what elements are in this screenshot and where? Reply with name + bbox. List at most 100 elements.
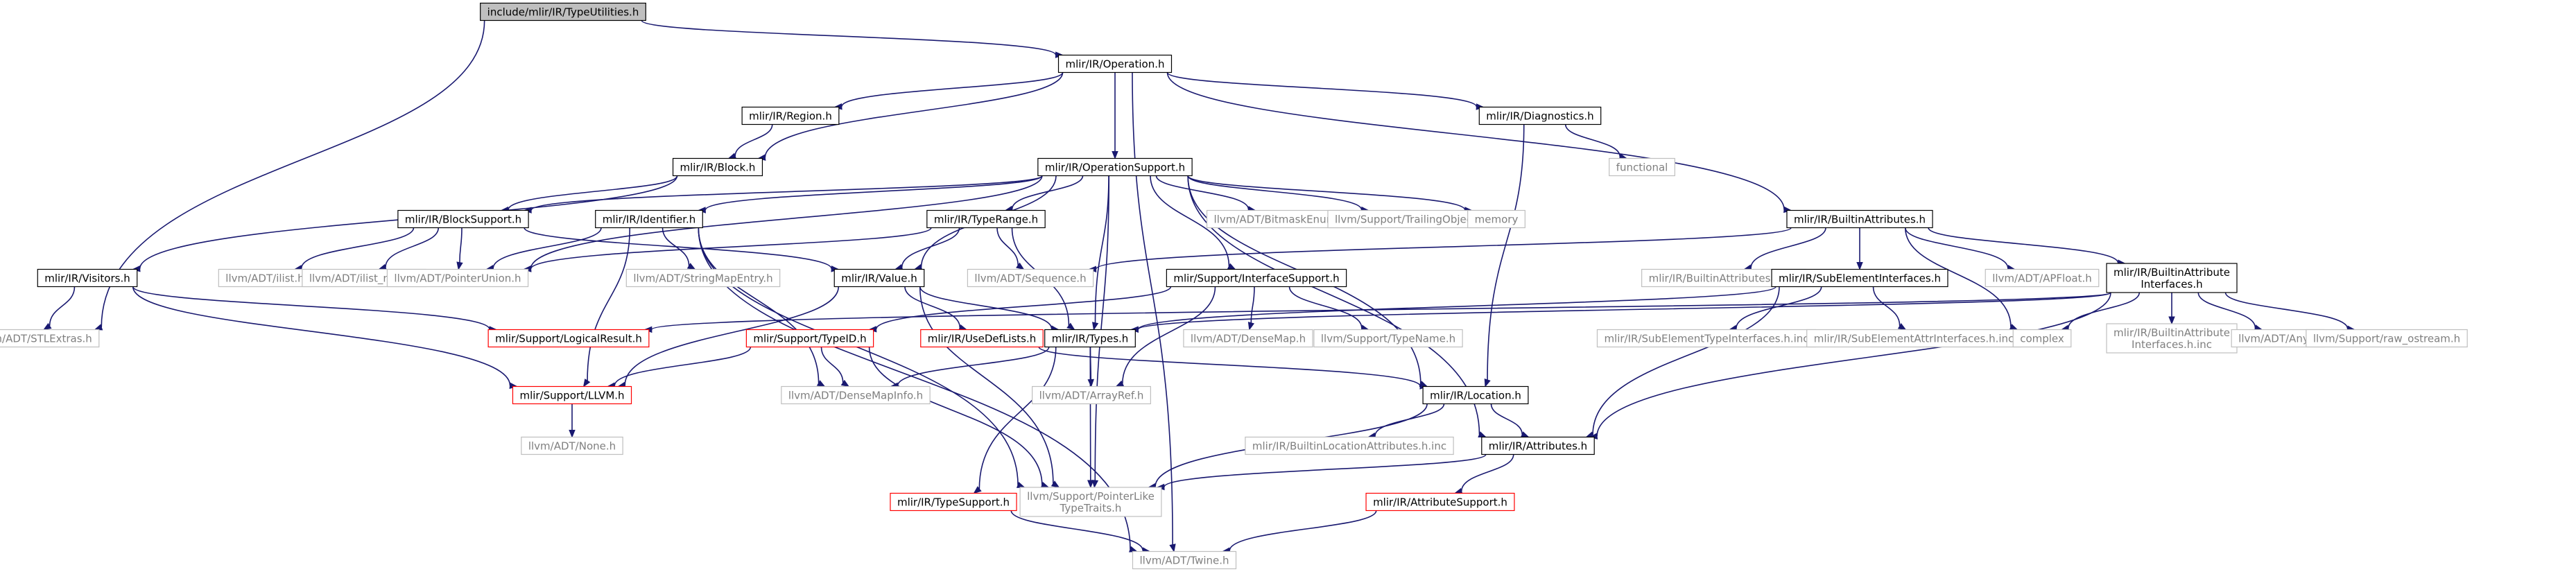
node-sub-element-attr-interfaces-inc[interactable]: mlir/IR/SubElementAttrInterfaces.h.inc: [1806, 329, 2021, 348]
edge-line: [897, 347, 1050, 386]
node-logical-result[interactable]: mlir/Support/LogicalResult.h: [487, 329, 650, 348]
edge-arrowhead: [569, 430, 576, 438]
edge-builtin-attributes-to-sub-element-interfaces: [1856, 227, 1863, 270]
node-twine[interactable]: llvm/ADT/Twine.h: [1132, 550, 1237, 570]
edge-line: [101, 20, 485, 328]
node-label: llvm/Support/TypeName.h: [1321, 333, 1455, 345]
edge-block-to-block-support: [500, 175, 678, 214]
node-builtin-location-attributes-inc[interactable]: mlir/IR/BuiltinLocationAttributes.h.inc: [1245, 436, 1454, 455]
node-label: mlir/IR/Value.h: [841, 272, 917, 285]
node-box: [2306, 329, 2468, 348]
edge-line: [1564, 124, 1621, 157]
node-box: [1467, 209, 1525, 229]
edge-arrowhead: [840, 379, 850, 388]
edge-builtin-attributes-to-apfloat: [1904, 227, 2016, 272]
edge-line: [1250, 286, 1255, 323]
node-label: llvm/ADT/Any.h: [2238, 333, 2317, 345]
node-sub-element-interfaces[interactable]: mlir/IR/SubElementInterfaces.h: [1771, 268, 1948, 288]
edge-line: [1187, 175, 1363, 210]
node-label: llvm/ADT/DenseMapInfo.h: [788, 390, 923, 402]
node-pointer-union[interactable]: llvm/ADT/PointerUnion.h: [386, 268, 529, 288]
node-value[interactable]: mlir/IR/Value.h: [833, 268, 925, 288]
edge-builtin-attribute-interfaces-to-raw-ostream: [2224, 292, 2355, 332]
node-none[interactable]: llvm/ADT/None.h: [521, 436, 623, 455]
edge-attributes-to-pointer-like-type-traits: [1156, 453, 1487, 491]
node-type-range[interactable]: mlir/IR/TypeRange.h: [926, 209, 1046, 229]
node-functional[interactable]: functional: [1609, 157, 1675, 177]
node-location[interactable]: mlir/IR/Location.h: [1422, 385, 1529, 405]
edge-arrowhead: [1897, 323, 1907, 331]
node-label: mlir/IR/SubElementTypeInterfaces.h.inc: [1604, 333, 1808, 345]
node-type-support[interactable]: mlir/IR/TypeSupport.h: [890, 492, 1017, 512]
node-box: [781, 385, 931, 405]
node-sequence[interactable]: llvm/ADT/Sequence.h: [967, 268, 1094, 288]
node-box: [1057, 54, 1173, 73]
node-builtin-attributes-inc[interactable]: mlir/IR/BuiltinAttributes.h.inc: [1641, 268, 1806, 288]
node-builtin-attributes[interactable]: mlir/IR/BuiltinAttributes.h: [1786, 209, 1933, 229]
node-label: functional: [1616, 162, 1668, 174]
edge-block-support-to-ilist-node: [378, 227, 440, 270]
edge-line: [1137, 292, 2111, 331]
edge-builtin-attribute-interfaces-to-types: [1130, 292, 2111, 333]
node-memory[interactable]: memory: [1467, 209, 1525, 229]
node-attribute-support[interactable]: mlir/IR/AttributeSupport.h: [1365, 492, 1515, 512]
edge-sub-element-interfaces-to-types: [1130, 286, 1777, 333]
node-stlextras[interactable]: llvm/ADT/STLExtras.h: [0, 329, 100, 348]
node-llvm[interactable]: mlir/Support/LLVM.h: [512, 385, 632, 405]
edge-line: [1460, 454, 1514, 492]
edge-arrowhead: [1091, 480, 1099, 489]
node-type-id[interactable]: mlir/Support/TypeID.h: [745, 329, 874, 348]
edge-line: [1095, 227, 1792, 270]
edge-arrowhead: [456, 261, 463, 270]
edge-line: [1487, 124, 1525, 380]
node-dense-map[interactable]: llvm/ADT/DenseMap.h: [1183, 329, 1313, 348]
node-box: [1313, 329, 1463, 348]
node-label: mlir/IR/Identifier.h: [603, 214, 696, 226]
node-identifier[interactable]: mlir/IR/Identifier.h: [595, 209, 703, 229]
edge-line: [300, 227, 415, 269]
node-string-map-entry[interactable]: llvm/ADT/StringMapEntry.h: [625, 268, 781, 288]
node-box: [833, 268, 925, 288]
node-region[interactable]: mlir/IR/Region.h: [741, 106, 840, 125]
edge-sub-element-interfaces-to-attributes: [1585, 286, 1780, 438]
node-block-support[interactable]: mlir/IR/BlockSupport.h: [397, 209, 529, 229]
node-ilist[interactable]: llvm/ADT/ilist.h: [218, 268, 312, 288]
node-type-utilities[interactable]: include/mlir/IR/TypeUtilities.h: [480, 2, 646, 21]
edge-line: [49, 286, 76, 327]
node-label: mlir/IR/SubElementInterfaces.h: [1779, 272, 1941, 285]
node-raw-ostream[interactable]: llvm/Support/raw_ostream.h: [2306, 329, 2468, 348]
node-complex[interactable]: complex: [2012, 329, 2072, 348]
edge-diagnostics-to-location: [1484, 124, 1525, 388]
node-sub-element-type-interfaces-inc[interactable]: mlir/IR/SubElementTypeInterfaces.h.inc: [1596, 329, 1817, 348]
node-types[interactable]: mlir/IR/Types.h: [1044, 329, 1136, 348]
node-operation-support[interactable]: mlir/IR/OperationSupport.h: [1037, 157, 1193, 177]
node-array-ref[interactable]: llvm/ADT/ArrayRef.h: [1032, 385, 1151, 405]
node-use-def-lists[interactable]: mlir/IR/UseDefLists.h: [920, 329, 1044, 348]
node-label: mlir/IR/TypeSupport.h: [897, 496, 1010, 509]
node-attributes[interactable]: mlir/IR/Attributes.h: [1481, 436, 1595, 455]
edge-arrowhead: [816, 380, 826, 388]
edge-type-utilities-to-operation: [641, 19, 1064, 58]
edge-type-id-to-pointer-like-type-traits: [868, 347, 1050, 488]
edge-line: [1150, 175, 1230, 267]
edge-line: [1089, 347, 1091, 481]
node-interface-support[interactable]: mlir/Support/InterfaceSupport.h: [1166, 268, 1347, 288]
node-type-name[interactable]: llvm/Support/TypeName.h: [1313, 329, 1463, 348]
edge-location-to-attributes: [1490, 403, 1530, 437]
node-label: mlir/IR/Types.h: [1052, 333, 1129, 345]
node-visitors[interactable]: mlir/IR/Visitors.h: [37, 268, 138, 288]
edge-line: [820, 347, 844, 383]
node-dense-map-info[interactable]: llvm/ADT/DenseMapInfo.h: [781, 385, 931, 405]
node-operation[interactable]: mlir/IR/Operation.h: [1057, 54, 1173, 73]
node-label: llvm/ADT/APFloat.h: [1992, 272, 2092, 285]
edge-line: [919, 286, 1054, 484]
node-box: [1786, 209, 1933, 229]
node-label: llvm/Support/PointerLike: [1027, 490, 1155, 503]
edge-line: [919, 286, 1053, 329]
node-diagnostics[interactable]: mlir/IR/Diagnostics.h: [1478, 106, 1602, 125]
node-block[interactable]: mlir/IR/Block.h: [672, 157, 763, 177]
node-apfloat[interactable]: llvm/ADT/APFloat.h: [1985, 268, 2100, 288]
